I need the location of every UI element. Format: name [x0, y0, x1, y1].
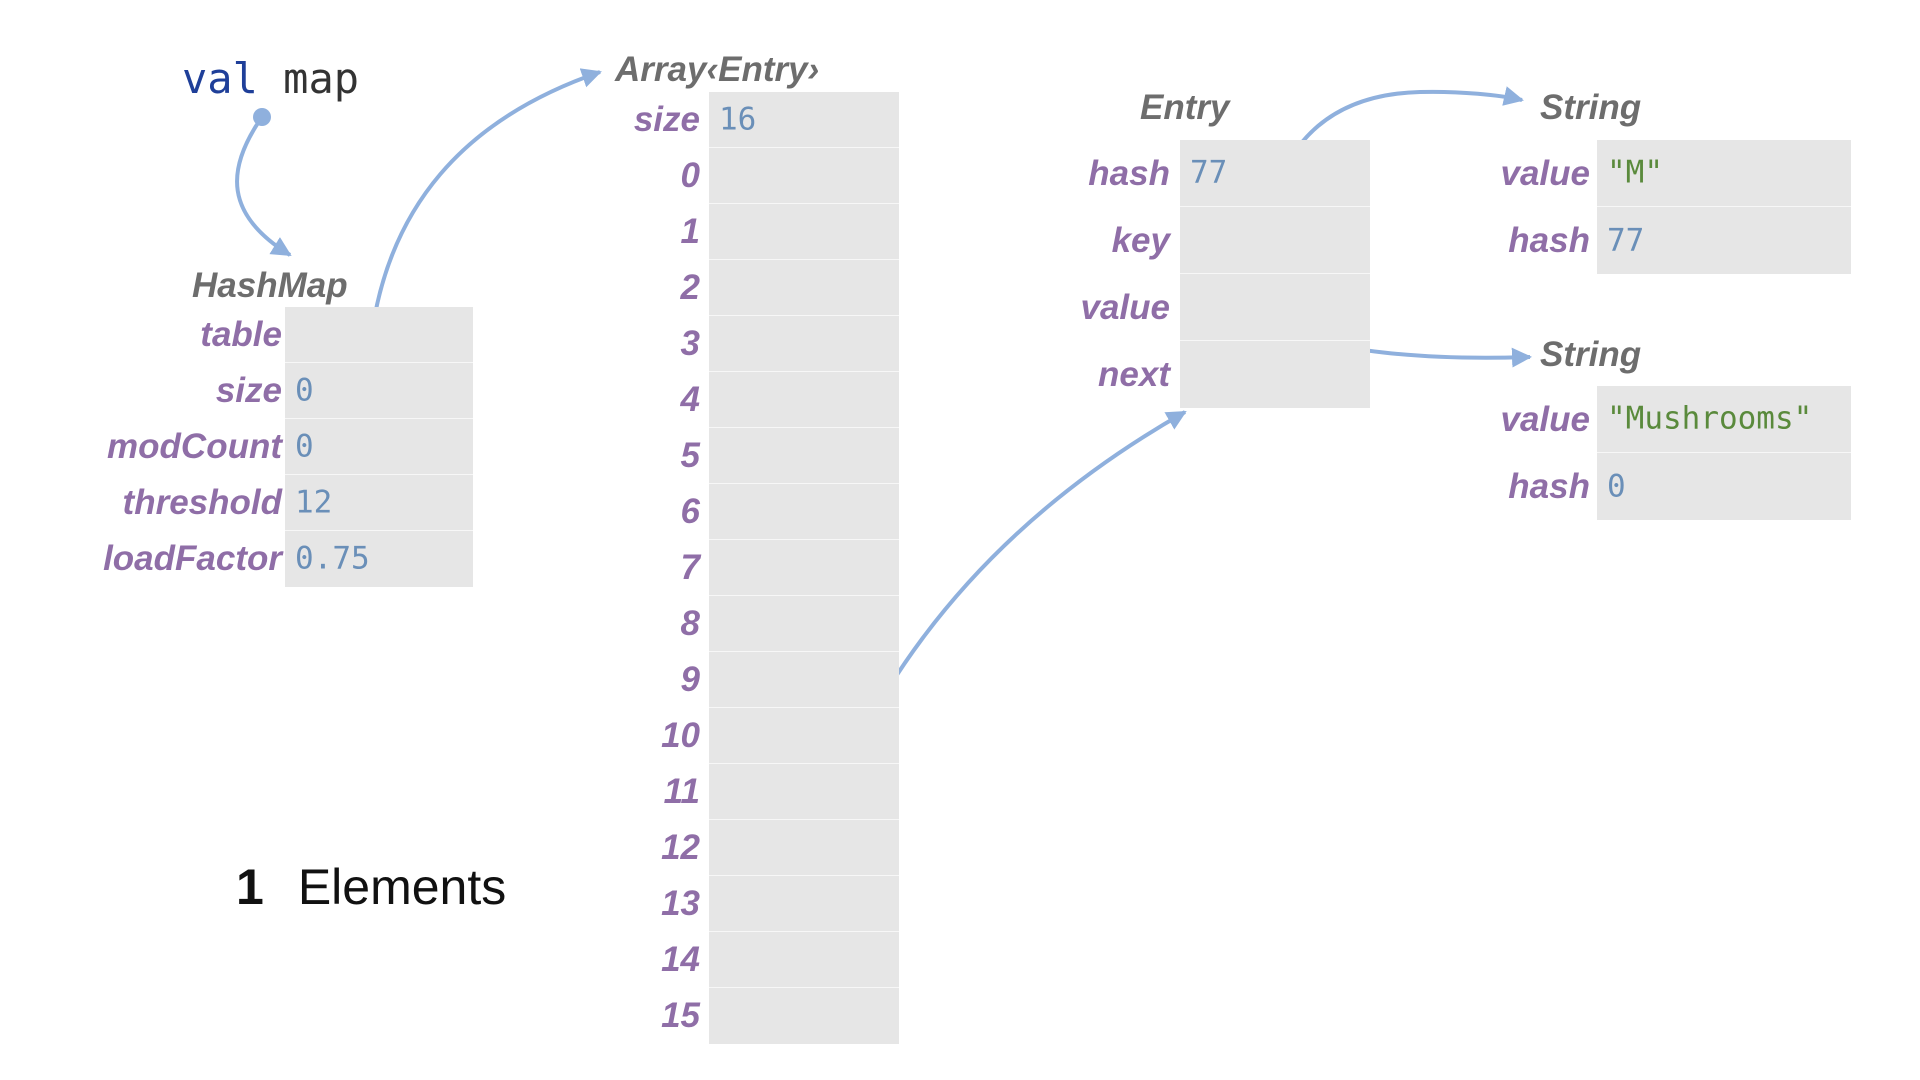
string-value-label-value: value	[1500, 400, 1591, 439]
element-count-caption: 1 Elements	[236, 862, 506, 912]
array-index-label: 2	[680, 268, 700, 307]
arrow-table-to-array	[370, 68, 602, 333]
arrow-map-to-hashmap	[235, 115, 292, 257]
array-slot-cell	[709, 876, 899, 932]
array-slot-cell	[709, 764, 899, 820]
entry-cell-hash: 77	[1180, 140, 1370, 207]
element-count-label: Elements	[297, 859, 507, 915]
hashmap-cell-modcount: 0	[285, 419, 473, 475]
array-value-size: 16	[719, 101, 757, 137]
array-index-label: 5	[680, 436, 700, 475]
string-key-cell-value: "M"	[1597, 140, 1851, 207]
hashmap-label-modcount: modCount	[107, 427, 282, 466]
array-index-label: 13	[661, 884, 700, 923]
entry-title: Entry	[1140, 88, 1230, 127]
string-value-cell-value: "Mushrooms"	[1597, 386, 1851, 453]
entry-cell-value	[1180, 274, 1370, 341]
array-index-label: 15	[661, 996, 700, 1035]
hashmap-label-loadfactor: loadFactor	[103, 539, 282, 578]
string-key-value-hash: 77	[1607, 222, 1645, 258]
array-slot-cell	[709, 204, 899, 260]
string-value-title: String	[1540, 335, 1642, 374]
string-key-label-value: value	[1500, 154, 1591, 193]
array-slot-cell	[709, 428, 899, 484]
string-value-object-box: "Mushrooms" 0	[1597, 386, 1851, 520]
string-value-value-value: "Mushrooms"	[1607, 400, 1813, 437]
array-index-label: 12	[661, 828, 700, 867]
hashmap-cell-table	[285, 307, 473, 363]
array-slot-cell	[709, 260, 899, 316]
array-index-label: 10	[661, 716, 700, 755]
entry-value-hash: 77	[1190, 154, 1228, 191]
array-slot-cell	[709, 820, 899, 876]
entry-label-key: key	[1111, 221, 1170, 260]
array-index-label: 9	[680, 660, 700, 699]
array-slot-cell	[709, 372, 899, 428]
string-value-labels: value hash	[1470, 386, 1591, 520]
element-count: 1	[236, 859, 264, 915]
array-index-label: 14	[661, 940, 700, 979]
string-value-label-hash: hash	[1508, 467, 1590, 506]
entry-cell-key	[1180, 207, 1370, 274]
array-cell-size: 16	[709, 92, 899, 148]
entry-label-hash: hash	[1088, 154, 1170, 193]
string-key-title: String	[1540, 88, 1642, 127]
array-slot-cell	[709, 988, 899, 1044]
hashmap-labels: table size modCount threshold loadFactor	[60, 307, 282, 587]
array-slot-cell	[709, 932, 899, 988]
array-slot-cell	[709, 148, 899, 204]
hashmap-label-threshold: threshold	[122, 483, 282, 522]
hashmap-value-modcount: 0	[295, 428, 314, 464]
array-index-label: 4	[680, 380, 700, 419]
array-slot-cell	[709, 316, 899, 372]
array-index-label: 1	[680, 212, 700, 251]
hashmap-label-table: table	[200, 315, 282, 354]
string-value-value-hash: 0	[1607, 468, 1626, 504]
string-key-value-value: "M"	[1607, 154, 1663, 191]
entry-label-next: next	[1098, 355, 1170, 394]
array-label-size: size	[633, 100, 700, 139]
hashmap-value-loadfactor: 0.75	[295, 540, 370, 577]
string-key-object-box: "M" 77	[1597, 140, 1851, 274]
hashmap-cell-size: 0	[285, 363, 473, 419]
array-index-label: 0	[680, 156, 700, 195]
entry-label-value: value	[1080, 288, 1171, 327]
hashmap-object-box: 0 0 12 0.75	[285, 307, 473, 587]
array-slot-cell	[709, 596, 899, 652]
hashmap-cell-threshold: 12	[285, 475, 473, 531]
string-key-label-hash: hash	[1508, 221, 1590, 260]
array-object-box: 16	[709, 92, 899, 1044]
entry-cell-next	[1180, 341, 1370, 408]
array-slot-cell	[709, 652, 899, 708]
array-index-label: 3	[680, 324, 700, 363]
array-title: Array‹Entry›	[615, 50, 820, 89]
map-reference-dot	[253, 108, 271, 126]
array-index-label: 6	[680, 492, 700, 531]
entry-object-box: 77	[1180, 140, 1370, 408]
hashmap-label-size: size	[215, 371, 282, 410]
hashmap-cell-loadfactor: 0.75	[285, 531, 473, 587]
entry-labels: hash key value next	[1050, 140, 1171, 408]
variable-name: map	[283, 54, 360, 103]
array-slot-cell	[709, 484, 899, 540]
array-index-label: 11	[663, 772, 700, 811]
array-slot-cell	[709, 540, 899, 596]
string-key-labels: value hash	[1470, 140, 1591, 274]
array-index-label: 8	[680, 604, 700, 643]
hashmap-value-threshold: 12	[295, 484, 333, 520]
hashmap-value-size: 0	[295, 372, 314, 408]
string-value-cell-hash: 0	[1597, 453, 1851, 520]
array-slot-cell	[709, 708, 899, 764]
keyword-val: val	[182, 54, 258, 103]
hashmap-title: HashMap	[192, 266, 348, 305]
string-key-cell-hash: 77	[1597, 207, 1851, 274]
array-index-label: 7	[680, 548, 700, 587]
variable-declaration: val map	[182, 58, 359, 100]
